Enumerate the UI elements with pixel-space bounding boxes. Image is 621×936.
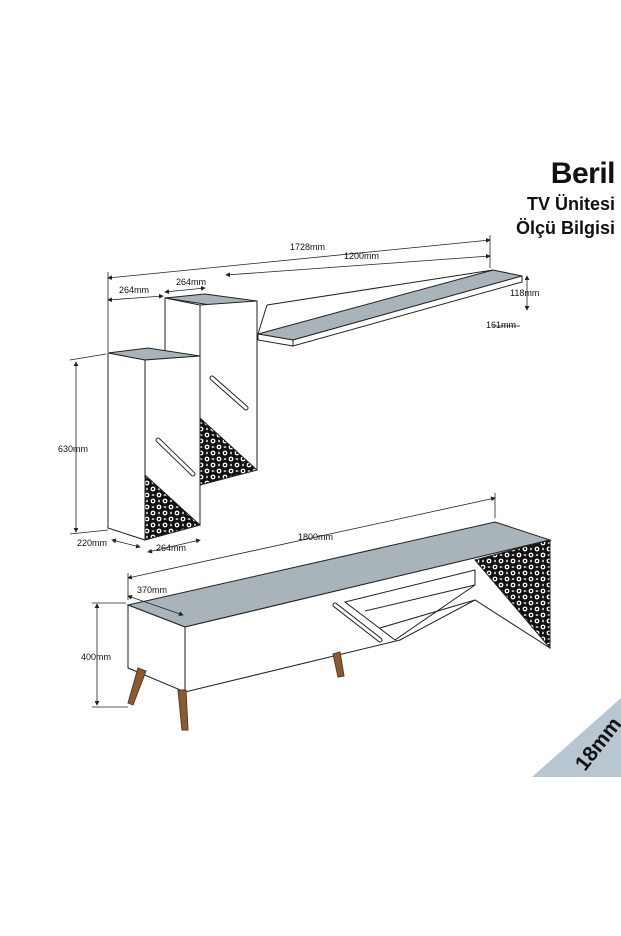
dim-total-width-label: 1728mm — [290, 242, 325, 252]
dim-cabinet-height-label: 630mm — [58, 444, 88, 454]
lower-wall-cabinet — [107, 347, 202, 541]
product-info: Ölçü Bilgisi — [515, 218, 615, 238]
product-type: TV Ünitesi — [526, 194, 615, 214]
title-block: Beril TV Ünitesi Ölçü Bilgisi — [515, 156, 616, 240]
dim-shelf-depth-label: 161mm — [486, 320, 516, 330]
thickness-badge: 18mm — [532, 698, 621, 777]
dim-cabinet-width-left-label: 264mm — [119, 285, 149, 295]
dim-cabinet-bottom-width-label: 264mm — [156, 543, 186, 553]
dim-shelf-height-label: 118mm — [510, 288, 539, 298]
dim-tv-width-label: 1800mm — [298, 532, 333, 542]
wall-shelf — [257, 269, 523, 347]
dim-shelf-length-label: 1200mm — [344, 251, 379, 261]
dim-tv-depth-label: 370mm — [137, 585, 167, 595]
dim-cabinet-width-right-label: 264mm — [176, 277, 206, 287]
dimension-lines — [69, 235, 530, 708]
dim-cabinet-depth-label: 220mm — [77, 538, 107, 548]
product-name: Beril — [550, 157, 616, 190]
dim-tv-height-label: 400mm — [81, 652, 111, 662]
tv-unit-legs — [127, 651, 345, 731]
